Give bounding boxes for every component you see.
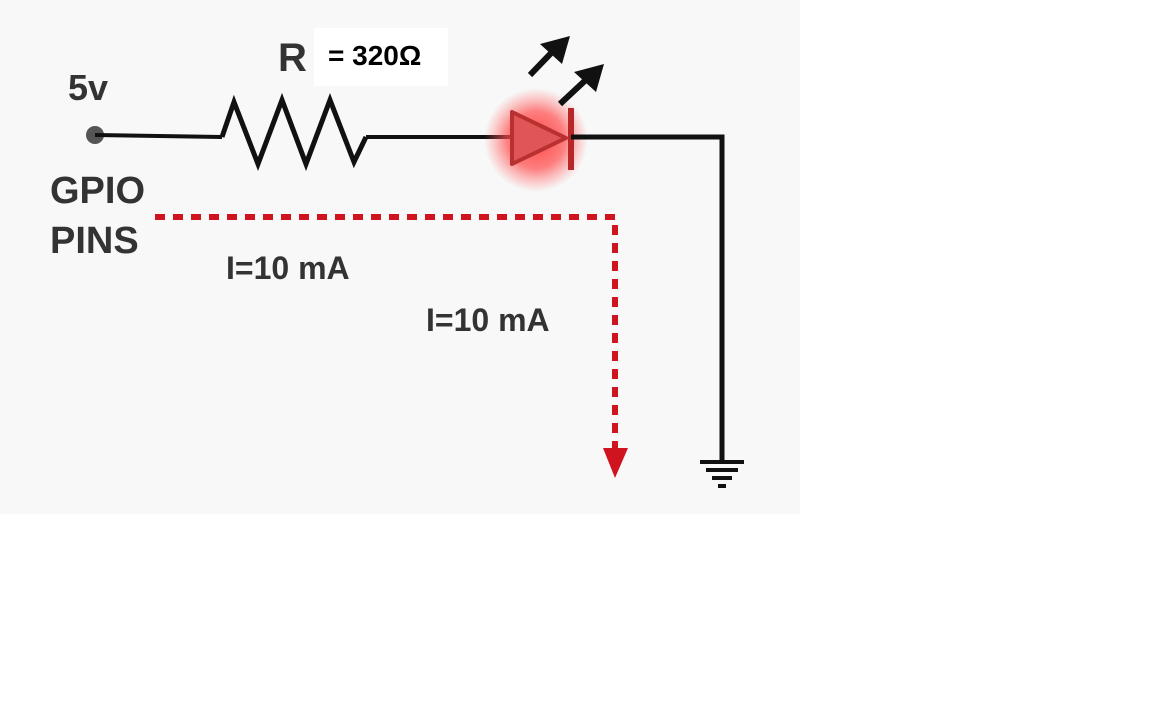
current-arrowhead-icon bbox=[603, 448, 628, 478]
current-label-horizontal: I=10 mA bbox=[226, 250, 350, 286]
voltage-label: 5v bbox=[68, 67, 109, 108]
gpio-label-line1: GPIO bbox=[50, 170, 146, 212]
emission-arrows-icon bbox=[527, 36, 604, 107]
resistor-symbol-label: R bbox=[278, 36, 307, 80]
led-diode-icon bbox=[510, 110, 568, 166]
resistor-zigzag-icon bbox=[219, 92, 369, 172]
current-label-vertical: I=10 mA bbox=[426, 302, 550, 338]
gpio-label-line2: PINS bbox=[50, 220, 139, 262]
current-path bbox=[155, 214, 618, 452]
wire-led-ground bbox=[571, 134, 725, 462]
resistor-value-box bbox=[314, 28, 448, 86]
resistor-value-label: = 320Ω bbox=[328, 40, 422, 71]
ground-icon bbox=[700, 460, 744, 488]
wire-input bbox=[94, 133, 223, 139]
